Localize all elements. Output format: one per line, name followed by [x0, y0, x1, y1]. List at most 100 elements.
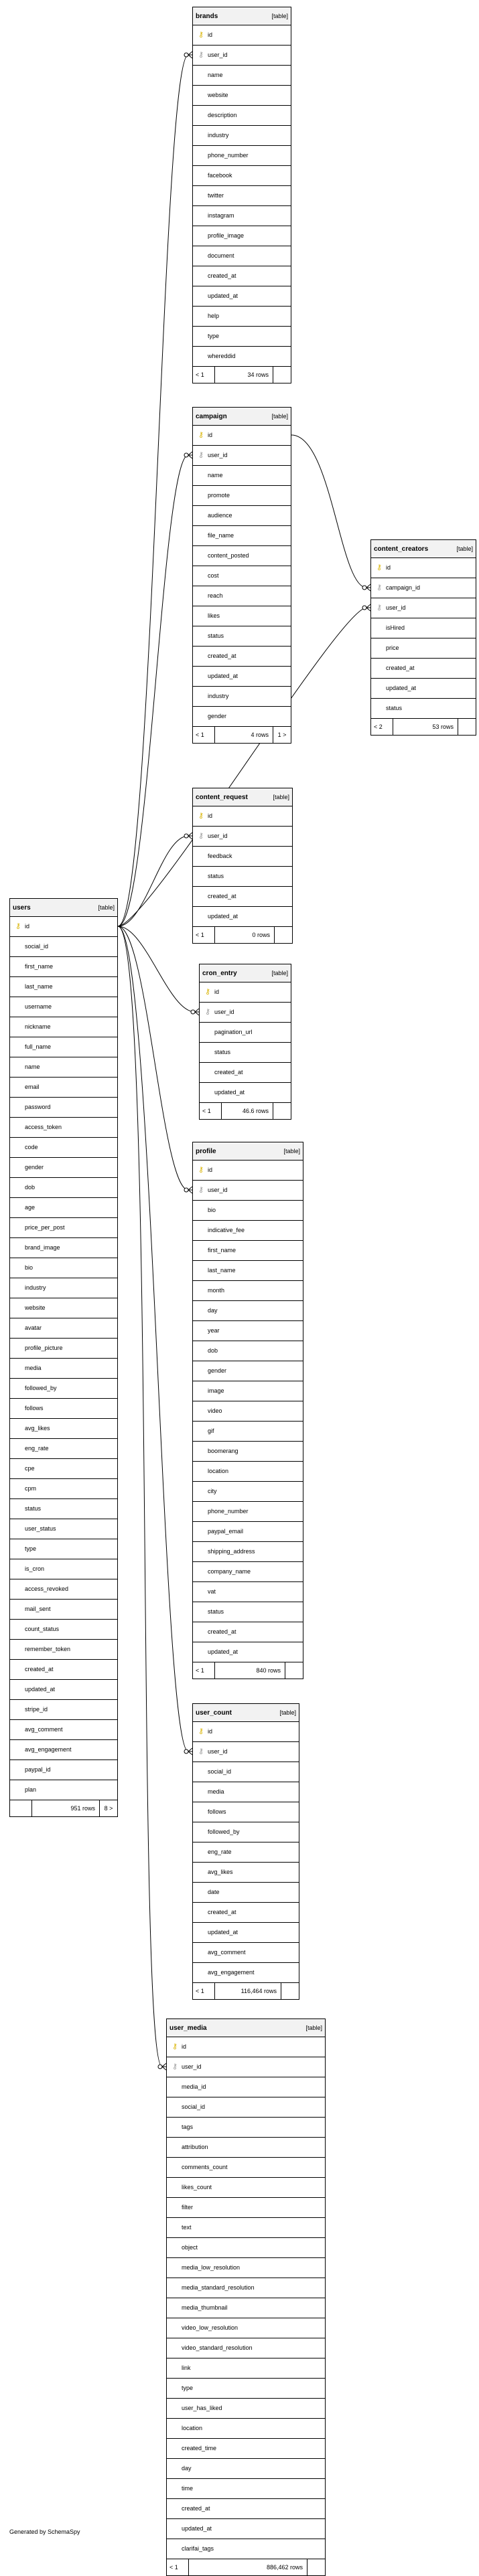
column-row[interactable]: day — [167, 2459, 325, 2479]
column-row[interactable]: created_at — [193, 1903, 299, 1923]
column-row[interactable]: remember_token — [10, 1640, 117, 1660]
column-row[interactable]: comments_count — [167, 2158, 325, 2178]
column-row[interactable]: avg_comment — [193, 1943, 299, 1963]
column-row[interactable]: twitter — [193, 186, 291, 206]
column-row[interactable]: object — [167, 2238, 325, 2258]
column-row[interactable]: eng_rate — [193, 1842, 299, 1863]
table-name[interactable]: campaign — [196, 412, 227, 420]
column-row[interactable]: media — [10, 1359, 117, 1379]
column-row[interactable]: ⚷id — [193, 1722, 299, 1742]
column-row[interactable]: brand_image — [10, 1238, 117, 1258]
column-row[interactable]: ⚷id — [167, 2037, 325, 2057]
column-row[interactable]: price — [371, 638, 476, 659]
column-row[interactable]: followed_by — [10, 1379, 117, 1399]
column-row[interactable]: location — [167, 2419, 325, 2439]
column-row[interactable]: eng_rate — [10, 1439, 117, 1459]
column-row[interactable]: video_standard_resolution — [167, 2338, 325, 2358]
column-row[interactable]: image — [193, 1381, 303, 1401]
column-row[interactable]: created_at — [10, 1660, 117, 1680]
column-row[interactable]: status — [193, 1602, 303, 1622]
column-row[interactable]: audience — [193, 506, 291, 526]
column-row[interactable]: facebook — [193, 166, 291, 186]
column-row[interactable]: type — [167, 2379, 325, 2399]
column-row[interactable]: likes — [193, 606, 291, 626]
column-row[interactable]: name — [10, 1057, 117, 1078]
column-row[interactable]: document — [193, 246, 291, 266]
column-row[interactable]: status — [193, 626, 291, 647]
column-row[interactable]: bio — [10, 1258, 117, 1278]
column-row[interactable]: instagram — [193, 206, 291, 226]
column-row[interactable]: is_cron — [10, 1559, 117, 1579]
column-row[interactable]: code — [10, 1138, 117, 1158]
column-row[interactable]: first_name — [193, 1241, 303, 1261]
column-row[interactable]: password — [10, 1098, 117, 1118]
column-row[interactable]: type — [10, 1539, 117, 1559]
column-row[interactable]: status — [200, 1043, 291, 1063]
column-row[interactable]: type — [193, 327, 291, 347]
column-row[interactable]: promote — [193, 486, 291, 506]
column-row[interactable]: reach — [193, 586, 291, 606]
column-row[interactable]: link — [167, 2358, 325, 2379]
column-row[interactable]: clarifai_tags — [167, 2539, 325, 2559]
column-row[interactable]: profile_picture — [10, 1339, 117, 1359]
column-row[interactable]: media_id — [167, 2077, 325, 2097]
column-row[interactable]: video — [193, 1401, 303, 1422]
column-row[interactable]: created_at — [167, 2499, 325, 2519]
column-row[interactable]: tags — [167, 2118, 325, 2138]
column-row[interactable]: boomerang — [193, 1442, 303, 1462]
column-row[interactable]: city — [193, 1482, 303, 1502]
column-row[interactable]: follows — [193, 1802, 299, 1822]
column-row[interactable]: updated_at — [10, 1680, 117, 1700]
column-row[interactable]: phone_number — [193, 146, 291, 166]
column-row[interactable]: paypal_id — [10, 1760, 117, 1780]
column-row[interactable]: day — [193, 1301, 303, 1321]
column-row[interactable]: created_at — [371, 659, 476, 679]
column-row[interactable]: video_low_resolution — [167, 2318, 325, 2338]
column-row[interactable]: ⚷id — [200, 982, 291, 1003]
column-row[interactable]: gender — [193, 1361, 303, 1381]
column-row[interactable]: name — [193, 66, 291, 86]
column-row[interactable]: attribution — [167, 2138, 325, 2158]
column-row[interactable]: bio — [193, 1201, 303, 1221]
column-row[interactable]: content_posted — [193, 546, 291, 566]
column-row[interactable]: ⚷user_id — [371, 598, 476, 618]
column-row[interactable]: updated_at — [193, 1923, 299, 1943]
column-row[interactable]: dob — [193, 1341, 303, 1361]
table-name[interactable]: brands — [196, 12, 218, 20]
table-name[interactable]: content_creators — [374, 545, 429, 553]
column-row[interactable]: gender — [10, 1158, 117, 1178]
column-row[interactable]: dob — [10, 1178, 117, 1198]
table-name[interactable]: profile — [196, 1147, 216, 1155]
column-row[interactable]: media_standard_resolution — [167, 2278, 325, 2298]
column-row[interactable]: ⚷user_id — [193, 1742, 299, 1762]
column-row[interactable]: last_name — [193, 1261, 303, 1281]
column-row[interactable]: created_at — [193, 1622, 303, 1642]
column-row[interactable]: nickname — [10, 1017, 117, 1037]
column-row[interactable]: updated_at — [167, 2519, 325, 2539]
column-row[interactable]: company_name — [193, 1562, 303, 1582]
table-name[interactable]: cron_entry — [202, 969, 237, 977]
column-row[interactable]: year — [193, 1321, 303, 1341]
column-row[interactable]: ⚷user_id — [200, 1003, 291, 1023]
column-row[interactable]: created_at — [193, 266, 291, 286]
column-row[interactable]: feedback — [193, 847, 292, 867]
table-name[interactable]: user_count — [196, 1709, 232, 1717]
column-row[interactable]: help — [193, 307, 291, 327]
column-row[interactable]: first_name — [10, 957, 117, 977]
column-row[interactable]: profile_image — [193, 226, 291, 246]
column-row[interactable]: ⚷id — [193, 1161, 303, 1181]
column-row[interactable]: media — [193, 1782, 299, 1802]
column-row[interactable]: social_id — [193, 1762, 299, 1782]
column-row[interactable]: access_revoked — [10, 1579, 117, 1600]
column-row[interactable]: shipping_address — [193, 1542, 303, 1562]
column-row[interactable]: follows — [10, 1399, 117, 1419]
column-row[interactable]: paypal_email — [193, 1522, 303, 1542]
column-row[interactable]: status — [193, 867, 292, 887]
column-row[interactable]: created_at — [200, 1063, 291, 1083]
column-row[interactable]: count_status — [10, 1620, 117, 1640]
